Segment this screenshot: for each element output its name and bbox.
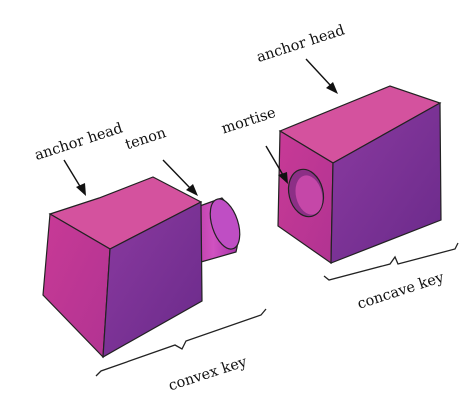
convex-side-face — [102, 201, 203, 359]
tenon-arrow — [162, 159, 198, 196]
mortise-label: mortise — [220, 105, 278, 137]
convex-anchor-head-label: anchor head — [33, 120, 125, 164]
concave-anchor-head-arrow — [305, 58, 338, 94]
convex-key: anchor head tenon convex key — [33, 120, 267, 395]
convex-anchor-head-block — [42, 176, 203, 359]
convex-key-bracket — [95, 308, 267, 377]
convex-key-label: convex key — [167, 354, 250, 395]
concave-side-face — [330, 101, 442, 264]
concave-key: anchor head mortise concave key — [220, 22, 459, 313]
convex-anchor-head-arrow — [63, 159, 86, 196]
tenon-label: tenon — [123, 125, 168, 153]
concave-key-label: concave key — [356, 269, 447, 312]
concave-anchor-head-label: anchor head — [255, 22, 347, 66]
concave-key-bracket — [323, 242, 459, 281]
mortise-arrow — [265, 145, 288, 184]
concave-anchor-head-block — [277, 85, 442, 265]
tenon-end-face — [209, 198, 241, 250]
mortise-hole — [287, 168, 325, 218]
